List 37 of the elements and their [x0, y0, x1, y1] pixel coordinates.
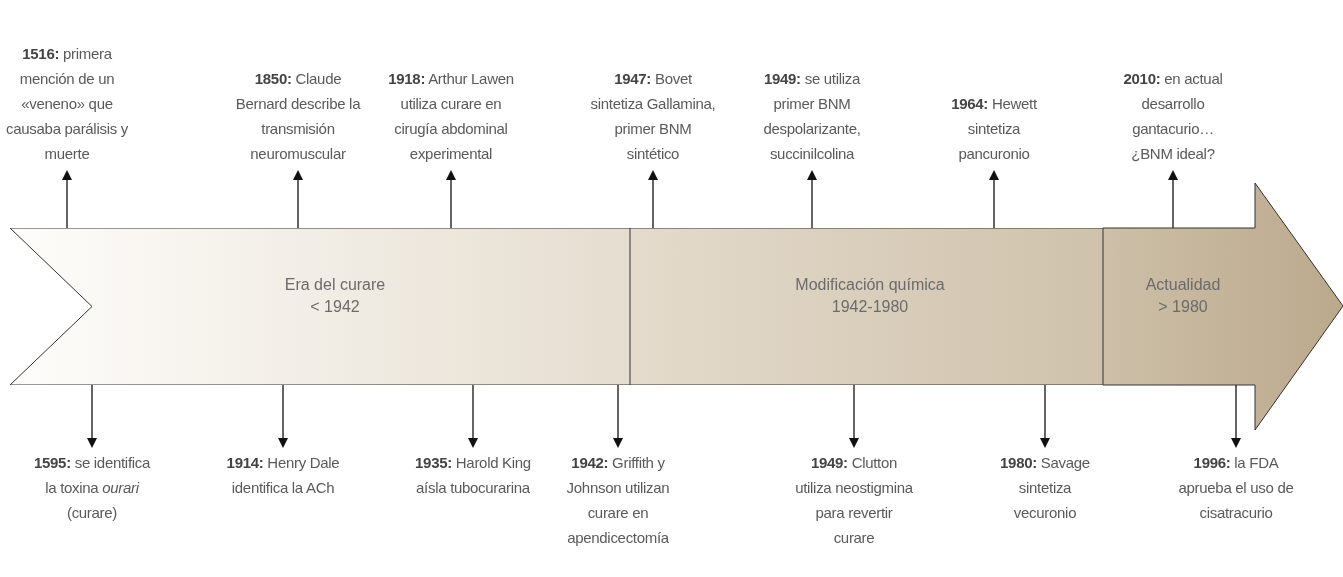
arrow [1231, 384, 1241, 448]
era-label: Era del curare [284, 275, 386, 295]
arrow [613, 384, 623, 448]
event-text: 1918: Arthur Lawen utiliza curare en cirugía abdominal experimental [381, 66, 521, 166]
event-text: 1980: Savage sintetiza vecuronio [995, 450, 1095, 525]
event-text: 1516: primera mención de un «veneno» que causaba parálisis y muerte [0, 41, 134, 166]
arrow [87, 384, 97, 448]
era-label: Actualidad [1145, 275, 1221, 295]
arrow [293, 170, 303, 229]
event-text: 2010: en actual desarrollo gantacurio… ¿BNM ideal? [1118, 66, 1228, 166]
arrow [278, 384, 288, 448]
event-text: 1914: Henry Dale identifica la ACh [218, 450, 348, 500]
timeline-segment [1103, 183, 1343, 430]
arrow [1040, 384, 1050, 448]
event-text: 1850: Claude Bernard describe la transmisión neuromuscular [228, 66, 368, 166]
date-range: > 1980 [1158, 297, 1208, 317]
arrow [1168, 170, 1178, 229]
arrow [849, 384, 859, 448]
event-text: 1942: Griffith y Johnson utilizan curare en apendicectomía [548, 450, 688, 550]
event-text: 1964: Hewett sintetiza pancuronio [944, 91, 1044, 166]
arrow [468, 384, 478, 448]
date-range: < 1942 [310, 297, 360, 317]
event-text: 1935: Harold King aísla tubocurarina [413, 450, 533, 500]
arrow [807, 170, 817, 229]
arrow [446, 170, 456, 229]
arrow [648, 170, 658, 229]
arrow [62, 170, 72, 229]
arrow [989, 170, 999, 229]
timeline-segment [10, 228, 630, 385]
timeline-segment [630, 228, 1103, 385]
event-text: 1949: Clutton utiliza neostigmina para revertir curare [794, 450, 914, 550]
era-label: Modificación química [795, 275, 945, 295]
date-range: 1942-1980 [831, 297, 909, 317]
event-text: 1996: la FDA aprueba el uso de cisatracurio [1166, 450, 1306, 525]
event-text: 1949: se utiliza primer BNM despolarizante, succinilcolina [742, 66, 882, 166]
event-text: 1595: se identifica la toxina ourari (curare) [27, 450, 157, 525]
event-text: 1947: Bovet sintetiza Gallamina, primer BNM sintético [588, 66, 718, 166]
